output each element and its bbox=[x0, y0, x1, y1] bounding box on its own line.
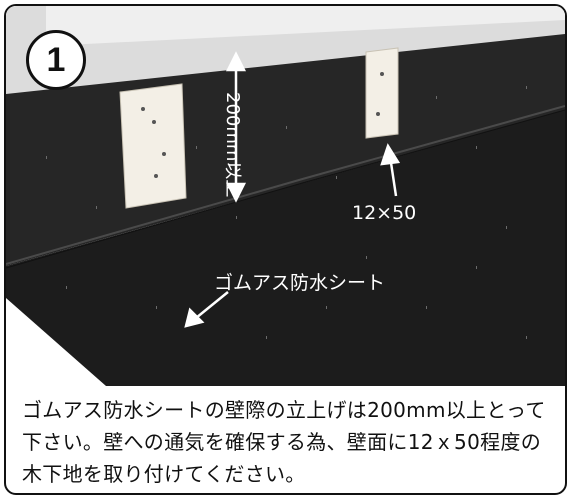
sheet-arrow bbox=[184, 291, 229, 328]
sheet-texture bbox=[46, 86, 527, 339]
wall-photo bbox=[6, 6, 565, 386]
sheet-label: ゴムアス防水シート bbox=[214, 272, 386, 294]
block-size-label: 12×50 bbox=[352, 202, 417, 224]
height-label: 200mm以上 bbox=[222, 92, 243, 198]
wood-block-left bbox=[119, 83, 187, 209]
size-arrow bbox=[380, 143, 401, 197]
instruction-panel: 1 200mm以上 12×50 ゴムアス防水シート ゴムアス防水シートの壁際の立… bbox=[4, 4, 567, 495]
wood-block-right bbox=[365, 47, 399, 139]
height-arrow bbox=[225, 51, 247, 203]
step-number-badge: 1 bbox=[26, 30, 86, 90]
instruction-caption: ゴムアス防水シートの壁際の立上げは200mm以上とって下さい。壁への通気を確保す… bbox=[22, 398, 546, 486]
